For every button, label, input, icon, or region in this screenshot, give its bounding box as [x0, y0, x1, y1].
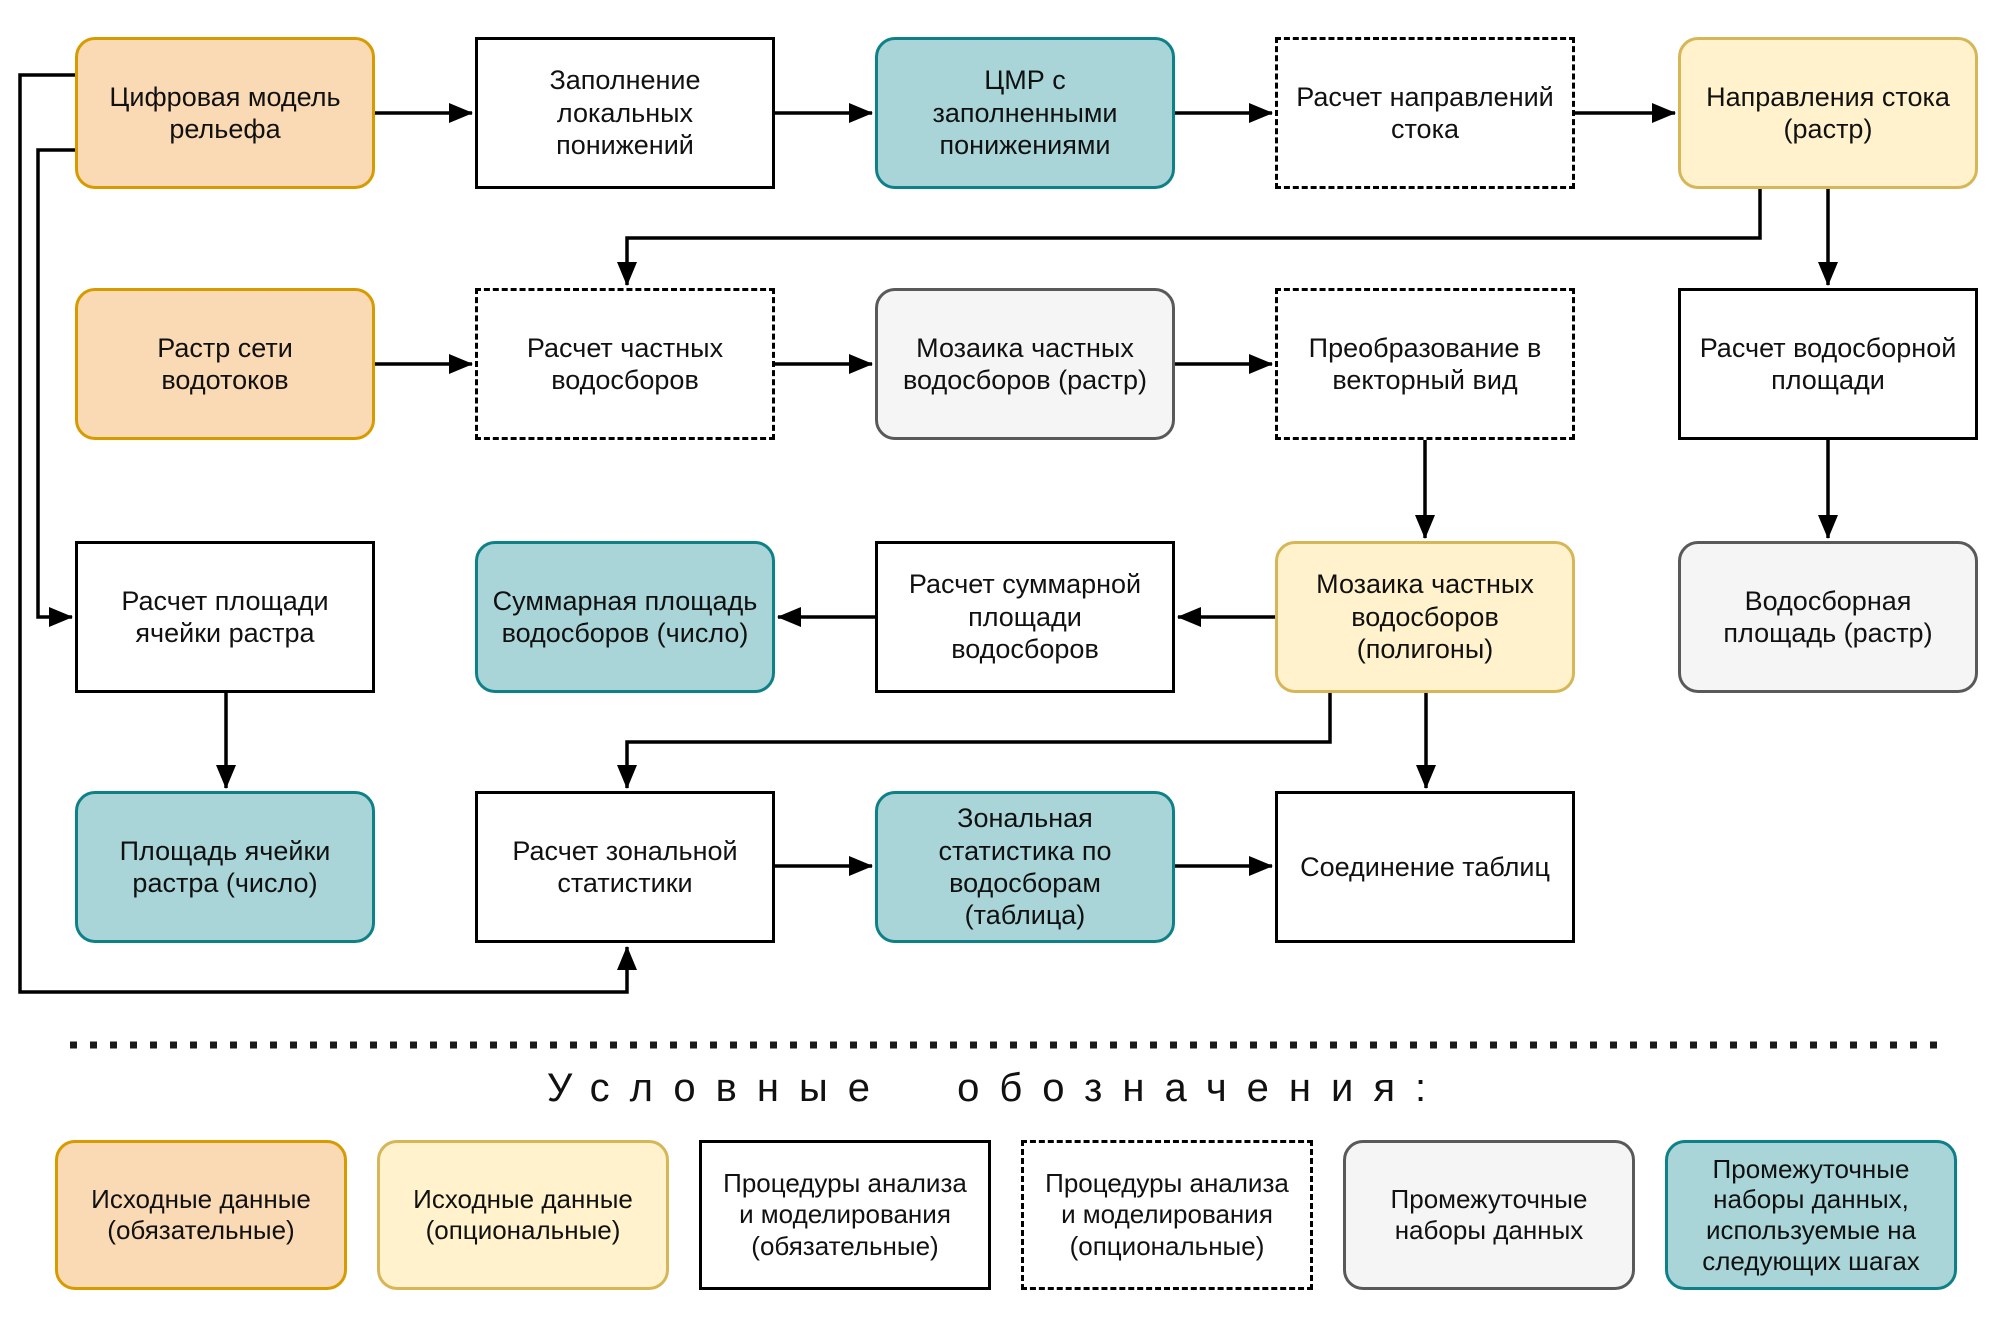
- node-dem: Цифровая модель рельефа: [75, 37, 375, 189]
- node-to-vector: Преобразование в векторный вид: [1275, 288, 1575, 440]
- node-total-area: Суммарная площадь водосборов (число): [475, 541, 775, 693]
- node-zonal-calc: Расчет зональной статистики: [475, 791, 775, 943]
- node-label: Расчет площади ячейки растра: [121, 585, 329, 648]
- legend-item-label: Промежуточные наборы данных, используемы…: [1702, 1153, 1920, 1276]
- node-label: Мозаика частных водосборов (растр): [903, 332, 1147, 395]
- node-label: Расчет направлений стока: [1296, 81, 1554, 144]
- node-fill-sinks: Заполнение локальных понижений: [475, 37, 775, 189]
- node-streams: Растр сети водотоков: [75, 288, 375, 440]
- node-catch-calc: Расчет частных водосборов: [475, 288, 775, 440]
- legend-item-process-optional: Процедуры анализа и моделирования (опцио…: [1021, 1140, 1313, 1290]
- node-catch-area-raster: Водосборная площадь (растр): [1678, 541, 1978, 693]
- legend-heading: Условные обозначения:: [546, 1066, 1447, 1110]
- legend-item-input-required: Исходные данные (обязательные): [55, 1140, 347, 1290]
- node-label: Водосборная площадь (растр): [1723, 585, 1933, 648]
- edge-flow-dir-catch-calc: [617, 189, 1762, 286]
- node-label: Расчет водосборной площади: [1699, 332, 1957, 395]
- edge-mosaic-poly-zonal-calc: [617, 693, 1332, 789]
- node-label: Цифровая модель рельефа: [109, 81, 341, 144]
- node-cell-area-calc: Расчет площади ячейки растра: [75, 541, 375, 693]
- node-label: Растр сети водотоков: [157, 332, 293, 395]
- node-label: Расчет частных водосборов: [526, 332, 724, 395]
- legend-item-label: Исходные данные (опциональные): [413, 1183, 633, 1245]
- node-label: Площадь ячейки растра (число): [119, 835, 331, 898]
- node-join-tables: Соединение таблиц: [1275, 791, 1575, 943]
- node-mosaic-raster: Мозаика частных водосборов (растр): [875, 288, 1175, 440]
- node-label: Преобразование в векторный вид: [1308, 332, 1542, 395]
- node-zonal-stats: Зональная статистика по водосборам (табл…: [875, 791, 1175, 943]
- legend-item-input-optional: Исходные данные (опциональные): [377, 1140, 669, 1290]
- node-dem-filled: ЦМР с заполненными понижениями: [875, 37, 1175, 189]
- node-label: Зональная статистика по водосборам (табл…: [938, 803, 1112, 931]
- node-label: Мозаика частных водосборов (полигоны): [1316, 569, 1534, 665]
- node-label: Направления стока (растр): [1706, 81, 1950, 144]
- node-label: Соединение таблиц: [1300, 851, 1550, 882]
- legend-item-label: Процедуры анализа и моделирования (обяза…: [723, 1168, 967, 1261]
- legend-item-label: Промежуточные наборы данных: [1390, 1183, 1588, 1245]
- node-flow-dir-calc: Расчет направлений стока: [1275, 37, 1575, 189]
- legend-item-intermediate-reused: Промежуточные наборы данных, используемы…: [1665, 1140, 1957, 1290]
- node-label: Заполнение локальных понижений: [549, 65, 701, 161]
- node-cell-area: Площадь ячейки растра (число): [75, 791, 375, 943]
- node-label: Суммарная площадь водосборов (число): [492, 585, 758, 648]
- node-label: ЦМР с заполненными понижениями: [932, 65, 1118, 161]
- node-mosaic-poly: Мозаика частных водосборов (полигоны): [1275, 541, 1575, 693]
- node-label: Расчет зональной статистики: [512, 835, 738, 898]
- edge-dem-cell-area-calc: [36, 148, 75, 627]
- legend-item-process-required: Процедуры анализа и моделирования (обяза…: [699, 1140, 991, 1290]
- node-total-area-calc: Расчет суммарной площади водосборов: [875, 541, 1175, 693]
- node-label: Расчет суммарной площади водосборов: [908, 569, 1142, 665]
- node-area-calc: Расчет водосборной площади: [1678, 288, 1978, 440]
- legend-item-intermediate: Промежуточные наборы данных: [1343, 1140, 1635, 1290]
- legend-item-label: Процедуры анализа и моделирования (опцио…: [1045, 1168, 1289, 1261]
- legend-item-label: Исходные данные (обязательные): [91, 1183, 311, 1245]
- node-flow-dir: Направления стока (растр): [1678, 37, 1978, 189]
